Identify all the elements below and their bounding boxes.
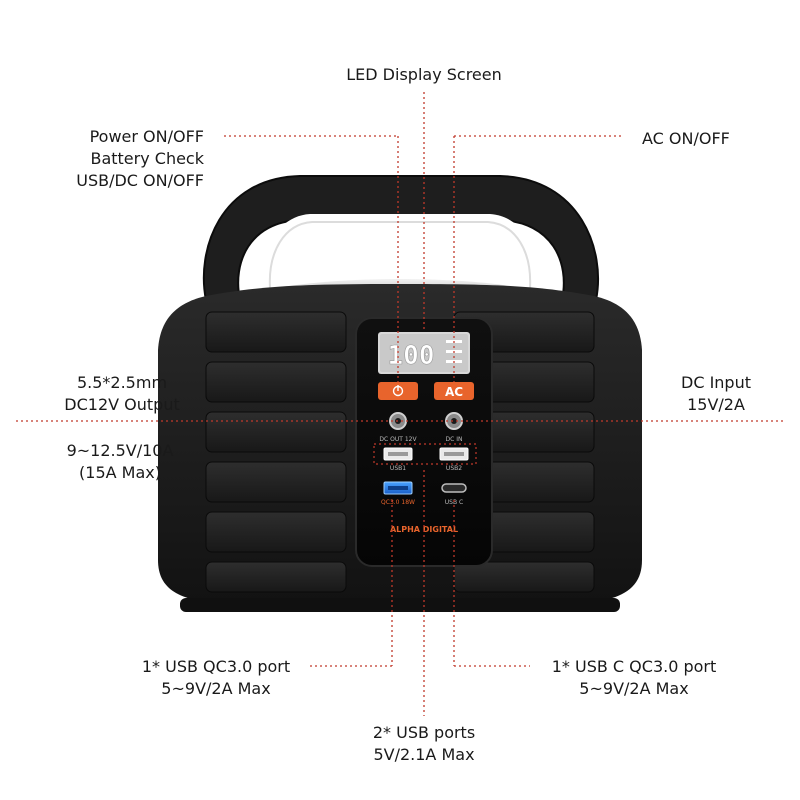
usb-ports-highlight	[373, 443, 477, 465]
ac-button[interactable]	[434, 382, 474, 400]
usb1-label: USB1	[390, 465, 406, 472]
label-usb-c-port: 1* USB C QC3.0 port 5~9V/2A Max	[551, 657, 717, 698]
usb2-label: USB2	[446, 465, 462, 472]
label-ac-onoff: AC ON/OFF	[642, 129, 730, 148]
label-led-display: LED Display Screen	[346, 65, 502, 84]
usbc-label: USB C	[445, 499, 463, 506]
label-dc-output-power: 9~12.5V/10A (15A Max)	[66, 441, 174, 482]
label-dc-output: 5.5*2.5mm DC12V Output	[64, 373, 180, 414]
ac-button-label: AC	[445, 385, 463, 399]
label-usb-qc-port: 1* USB QC3.0 port 5~9V/2A Max	[141, 657, 291, 698]
dc-out-label: DC OUT 12V	[379, 436, 417, 443]
lcd-reading: 100	[388, 341, 435, 371]
label-power-onoff: Power ON/OFF Battery Check USB/DC ON/OFF	[76, 127, 204, 190]
brand-logo: ALPHA DIGITAL	[390, 525, 458, 534]
usb-c-port[interactable]	[441, 483, 467, 493]
carry-handle	[202, 175, 600, 301]
leader-lines	[16, 92, 784, 716]
label-dc-input: DC Input 15V/2A	[680, 373, 752, 414]
front-control-panel: 100 AC DC OUT 12V DC IN USB1 USB2	[355, 317, 493, 567]
label-usb-ports: 2* USB ports 5V/2.1A Max	[372, 723, 476, 764]
left-grip-ribs	[205, 311, 347, 593]
dc-in-label: DC IN	[446, 436, 463, 443]
qc-label: QC3.0 18W	[381, 499, 415, 506]
